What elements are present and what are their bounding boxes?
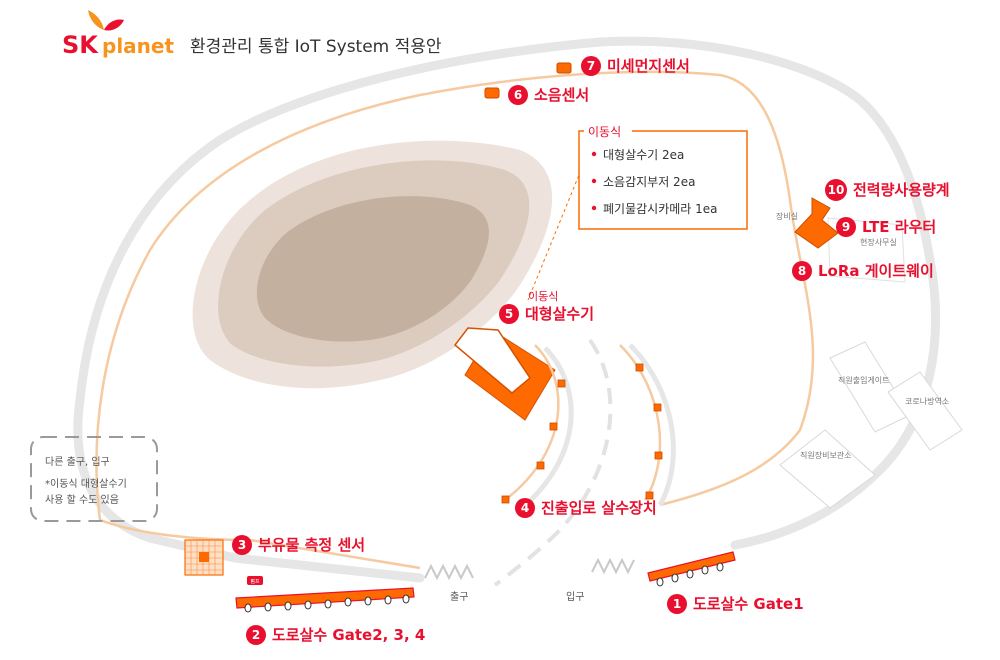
marker-8-label: LoRa 게이트웨이	[818, 262, 934, 280]
mobile-item-2: 소음감지부저 2ea	[603, 175, 695, 189]
note-line-2: *이동식 대형살수기	[45, 478, 127, 490]
marker-3-badge	[232, 535, 252, 555]
marker-8-number: 8	[798, 264, 806, 278]
marker-4-badge	[515, 498, 535, 518]
marker-3-label: 부유물 측정 센서	[258, 536, 365, 554]
entrance-spring	[591, 557, 635, 575]
marker-8-badge	[792, 261, 812, 281]
entrance-label: 입구	[566, 590, 584, 603]
marker-5-badge	[499, 304, 519, 324]
lane-gray-left	[518, 346, 574, 512]
page-title: 환경관리 통합 IoT System 적용안	[190, 37, 442, 57]
brand-sk: SK	[62, 31, 99, 59]
equipment-room-device	[794, 197, 839, 249]
marker-8: 8 LoRa 게이트웨이	[792, 261, 934, 281]
marker-1-badge	[667, 594, 687, 614]
brand-planet: planet	[102, 34, 174, 58]
marker-10-label: 전력량사용량계	[853, 181, 950, 199]
storage-building	[779, 429, 876, 509]
marker-7-number: 7	[587, 59, 595, 73]
mobile-sprinkler-body	[453, 327, 531, 394]
marker-10: 10 전력량사용량계	[825, 179, 950, 201]
equip-room-label: 장비실	[776, 211, 798, 221]
sk-logo: SK planet	[62, 10, 174, 59]
marker-10-number: 10	[828, 183, 845, 197]
lane-gray-right	[628, 343, 676, 507]
marker-4-number: 4	[521, 501, 529, 515]
dust-sensor	[556, 62, 572, 74]
marker-2: 2 도로살수 Gate2, 3, 4	[246, 625, 425, 645]
mobile-item-1: 대형살수기 2ea	[603, 148, 684, 162]
marker-6: 6 소음센서	[508, 85, 589, 105]
exit-spring	[424, 563, 474, 581]
sprinkler-nozzles	[501, 363, 663, 504]
note-line-1: 다른 출구, 입구	[45, 455, 110, 468]
mobile-box	[578, 130, 748, 230]
marker-3-number: 3	[238, 538, 246, 552]
gate1-sprinkler-bar	[647, 551, 736, 587]
marker-5-number: 5	[505, 307, 513, 321]
marker-7: 7 미세먼지센서	[581, 56, 690, 76]
marker-6-label: 소음센서	[534, 86, 589, 104]
marker-1-label: 도로살수 Gate1	[693, 595, 804, 613]
corona-room-label: 코로나방역소	[905, 396, 949, 406]
exit-label: 출구	[450, 591, 468, 603]
corona-room-building	[887, 371, 963, 451]
marker-5-label: 대형살수기	[525, 305, 594, 323]
marker-6-badge	[508, 85, 528, 105]
sprinkler-line-right	[619, 344, 662, 501]
marker-10-badge	[825, 179, 847, 201]
marker-9: 9 LTE 라우터	[836, 217, 936, 237]
outer-road-bottom	[145, 533, 425, 583]
inner-track	[95, 70, 815, 521]
noise-sensor	[484, 87, 500, 99]
pump-tag-box	[247, 576, 263, 585]
marker-6-number: 6	[514, 88, 522, 102]
note-box	[30, 436, 158, 522]
sk-logo-butterfly-icon	[88, 10, 104, 30]
center-dashed-line	[493, 338, 613, 587]
gate234-sprinkler-bar	[235, 587, 415, 613]
marker-7-label: 미세먼지센서	[607, 57, 690, 75]
marker-2-number: 2	[252, 628, 260, 642]
marker-5-sublabel: 이동식	[528, 290, 558, 303]
pump-tag: 펌프	[250, 578, 260, 585]
storage-label: 직원장비보관소	[800, 450, 852, 460]
mobile-item-bullet-3	[591, 205, 597, 211]
marker-5: 5 대형살수기	[499, 304, 594, 324]
mobile-box-title-bg	[584, 124, 632, 138]
mobile-item-bullet-2	[591, 178, 597, 184]
marker-9-label: LTE 라우터	[862, 218, 936, 236]
mobile-box-title: 이동식	[588, 125, 621, 139]
marker-4-label: 진출입로 살수장치	[541, 499, 657, 517]
marker-1-number: 1	[673, 597, 681, 611]
marker-4: 4 진출입로 살수장치	[515, 498, 657, 518]
marker-9-number: 9	[842, 220, 850, 234]
marker-2-label: 도로살수 Gate2, 3, 4	[272, 626, 425, 644]
marker-2-badge	[246, 625, 266, 645]
site-office-label: 현장사무실	[860, 237, 897, 247]
floating-sensor	[184, 539, 224, 576]
pond-inner	[256, 196, 489, 342]
sprinkler-line-left	[504, 344, 560, 501]
marker-7-badge	[581, 56, 601, 76]
marker-9-badge	[836, 217, 856, 237]
sk-logo-butterfly-wing-icon	[104, 19, 124, 31]
note-line-3: 사용 할 수도 있음	[45, 494, 119, 506]
mobile-item-3: 폐기물감시카메라 1ea	[603, 202, 718, 216]
marker-3: 3 부유물 측정 센서	[232, 535, 365, 555]
staff-gate-label: 직원출입게이트	[838, 375, 890, 385]
marker-1: 1 도로살수 Gate1	[667, 594, 804, 614]
mobile-item-bullet-1	[591, 151, 597, 157]
